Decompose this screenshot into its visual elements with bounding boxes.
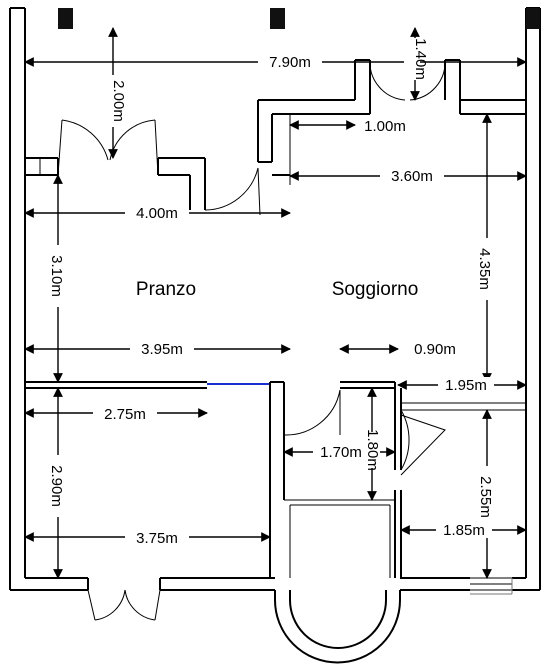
dim-pranzo-width-lower: 3.95m [141, 341, 183, 358]
dim-right-room-width-lower: 1.85m [443, 522, 485, 539]
dim-room-a-width-lower: 3.75m [136, 530, 178, 547]
dim-room-a-depth: 2.90m [48, 465, 65, 507]
pillars [58, 8, 540, 29]
hall-box [284, 499, 395, 578]
middle-partition [25, 381, 526, 578]
dim-bay-depth: 1.40m [412, 38, 429, 80]
room-label-pranzo: Pranzo [136, 279, 196, 300]
outer-walls [9, 7, 541, 591]
dim-pranzo-depth: 3.10m [48, 255, 65, 297]
room-labels: Pranzo Soggiorno [136, 279, 418, 300]
dim-soggiorno-depth: 4.35m [476, 248, 493, 290]
bottom-right-window [470, 577, 513, 595]
room-label-soggiorno: Soggiorno [332, 279, 419, 300]
dim-left-top: 2.00m [110, 80, 127, 122]
dim-right-room-width: 1.95m [445, 377, 487, 394]
dim-bay-offset: 1.00m [364, 118, 406, 135]
dim-bay-small: 0.90m [414, 341, 456, 358]
hall-doors [283, 389, 446, 476]
dim-pranzo-width: 4.00m [136, 205, 178, 222]
dim-soggiorno-width: 3.60m [391, 168, 433, 185]
dim-hall-depth: 1.80m [364, 429, 381, 471]
dim-total-width: 7.90m [269, 54, 311, 71]
dim-room-a-width: 2.75m [104, 406, 146, 423]
dim-right-room-depth: 2.55m [477, 476, 494, 518]
dimension-labels: 7.90m 2.00m 1.40m 1.00m 3.60m 4.00m 4.35… [48, 38, 497, 547]
bottom-entrance [87, 589, 401, 664]
dim-hall-width: 1.70m [320, 444, 362, 461]
